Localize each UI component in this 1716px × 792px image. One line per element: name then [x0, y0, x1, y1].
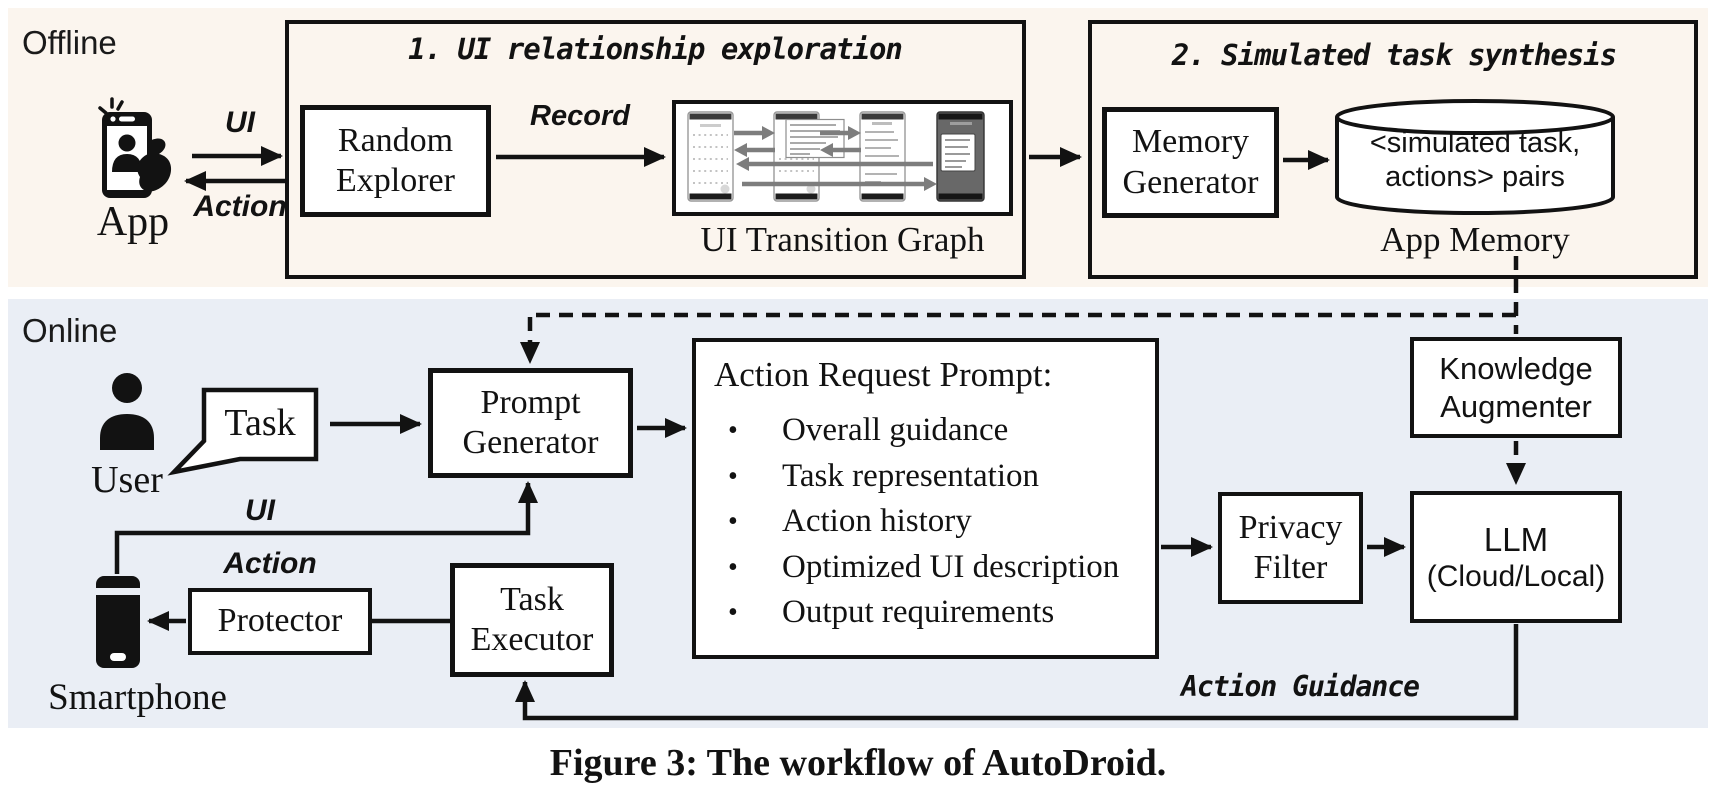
action-request-prompt-box: Action Request Prompt: • Overall guidance…	[692, 338, 1159, 659]
arp-item: • Output requirements	[714, 590, 1145, 636]
memory-generator-label: Memory Generator	[1122, 123, 1259, 201]
bullet-glyph: •	[728, 415, 738, 446]
arp-list: • Overall guidance • Task representation •…	[714, 408, 1145, 636]
smartphone-icon	[94, 574, 142, 670]
action-guidance-label: Action Guidance	[1181, 670, 1420, 703]
figure-caption: Figure 3: The workflow of AutoDroid.	[549, 742, 1167, 784]
arp-item-label: Task representation	[782, 457, 1040, 494]
task-bubble-label: Task	[224, 402, 296, 444]
llm-box: LLM (Cloud/Local)	[1410, 491, 1622, 623]
knowledge-augmenter-box: Knowledge Augmenter	[1410, 337, 1622, 438]
utg-phone-1	[687, 111, 734, 202]
arp-item-label: Overall guidance	[782, 412, 1009, 448]
exploration-frame	[285, 20, 1026, 279]
utg-phone-4	[936, 111, 985, 202]
bullet-glyph: •	[728, 597, 738, 628]
arp-item: • Overall guidance	[714, 408, 1145, 454]
action-arrow-label-offline: Action	[193, 190, 287, 223]
arp-item: • Action history	[714, 499, 1145, 545]
app-memory-caption: App Memory	[1380, 220, 1570, 259]
llm-variant: (Cloud/Local)	[1426, 560, 1606, 593]
privacy-filter-label: Privacy Filter	[1238, 508, 1343, 586]
prompt-generator-box: Prompt Generator	[428, 368, 633, 478]
offline-section-label: Offline	[22, 24, 117, 61]
privacy-filter-box: Privacy Filter	[1218, 492, 1363, 604]
memory-generator-box: Memory Generator	[1102, 107, 1279, 218]
ui-arrow-label-offline: UI	[225, 106, 255, 139]
online-section-label: Online	[22, 312, 118, 349]
app-label: App	[96, 199, 170, 245]
utg-mini-screens	[687, 111, 985, 202]
ui-transition-graph-thumbnail	[672, 100, 1013, 216]
exploration-title: 1. UI relationship exploration	[408, 32, 903, 66]
user-icon	[96, 372, 158, 450]
task-executor-box: Task Executor	[450, 563, 614, 677]
bullet-glyph: •	[728, 460, 738, 492]
llm-name: LLM	[1483, 521, 1549, 558]
utg-phone-3	[859, 111, 906, 202]
arp-item-label: Action history	[782, 503, 972, 539]
prompt-generator-label: Prompt Generator	[462, 383, 599, 461]
arp-item: • Optimized UI description	[714, 545, 1145, 591]
arp-item-label: Output requirements	[782, 594, 1055, 630]
record-arrow-label: Record	[530, 100, 630, 132]
task-executor-label: Task Executor	[470, 580, 594, 658]
protector-label: Protector	[217, 602, 343, 640]
smartphone-label: Smartphone	[48, 677, 227, 718]
utg-phone-2	[773, 111, 845, 202]
app-phone-icon	[88, 96, 180, 200]
synthesis-title: 2. Simulated task synthesis	[1171, 38, 1617, 72]
synthesis-frame	[1088, 20, 1698, 279]
utg-transition-arrows	[734, 126, 937, 191]
action-arrow-label-online: Action	[223, 547, 317, 580]
arp-item-label: Optimized UI description	[782, 548, 1120, 585]
utg-caption: UI Transition Graph	[700, 220, 985, 259]
protector-box: Protector	[188, 588, 372, 655]
ui-arrow-label-online: UI	[245, 494, 275, 527]
knowledge-augmenter-label: Knowledge Augmenter	[1439, 350, 1593, 424]
random-explorer-box: Random Explorer	[300, 105, 491, 217]
pairs-store-label: <simulated task, actions> pairs	[1369, 127, 1581, 193]
bullet-glyph: •	[728, 506, 738, 537]
bullet-glyph: •	[728, 551, 738, 583]
user-label: User	[91, 459, 163, 501]
arp-title: Action Request Prompt:	[714, 355, 1053, 394]
arp-item: • Task representation	[714, 454, 1145, 500]
random-explorer-label: Random Explorer	[336, 121, 455, 199]
